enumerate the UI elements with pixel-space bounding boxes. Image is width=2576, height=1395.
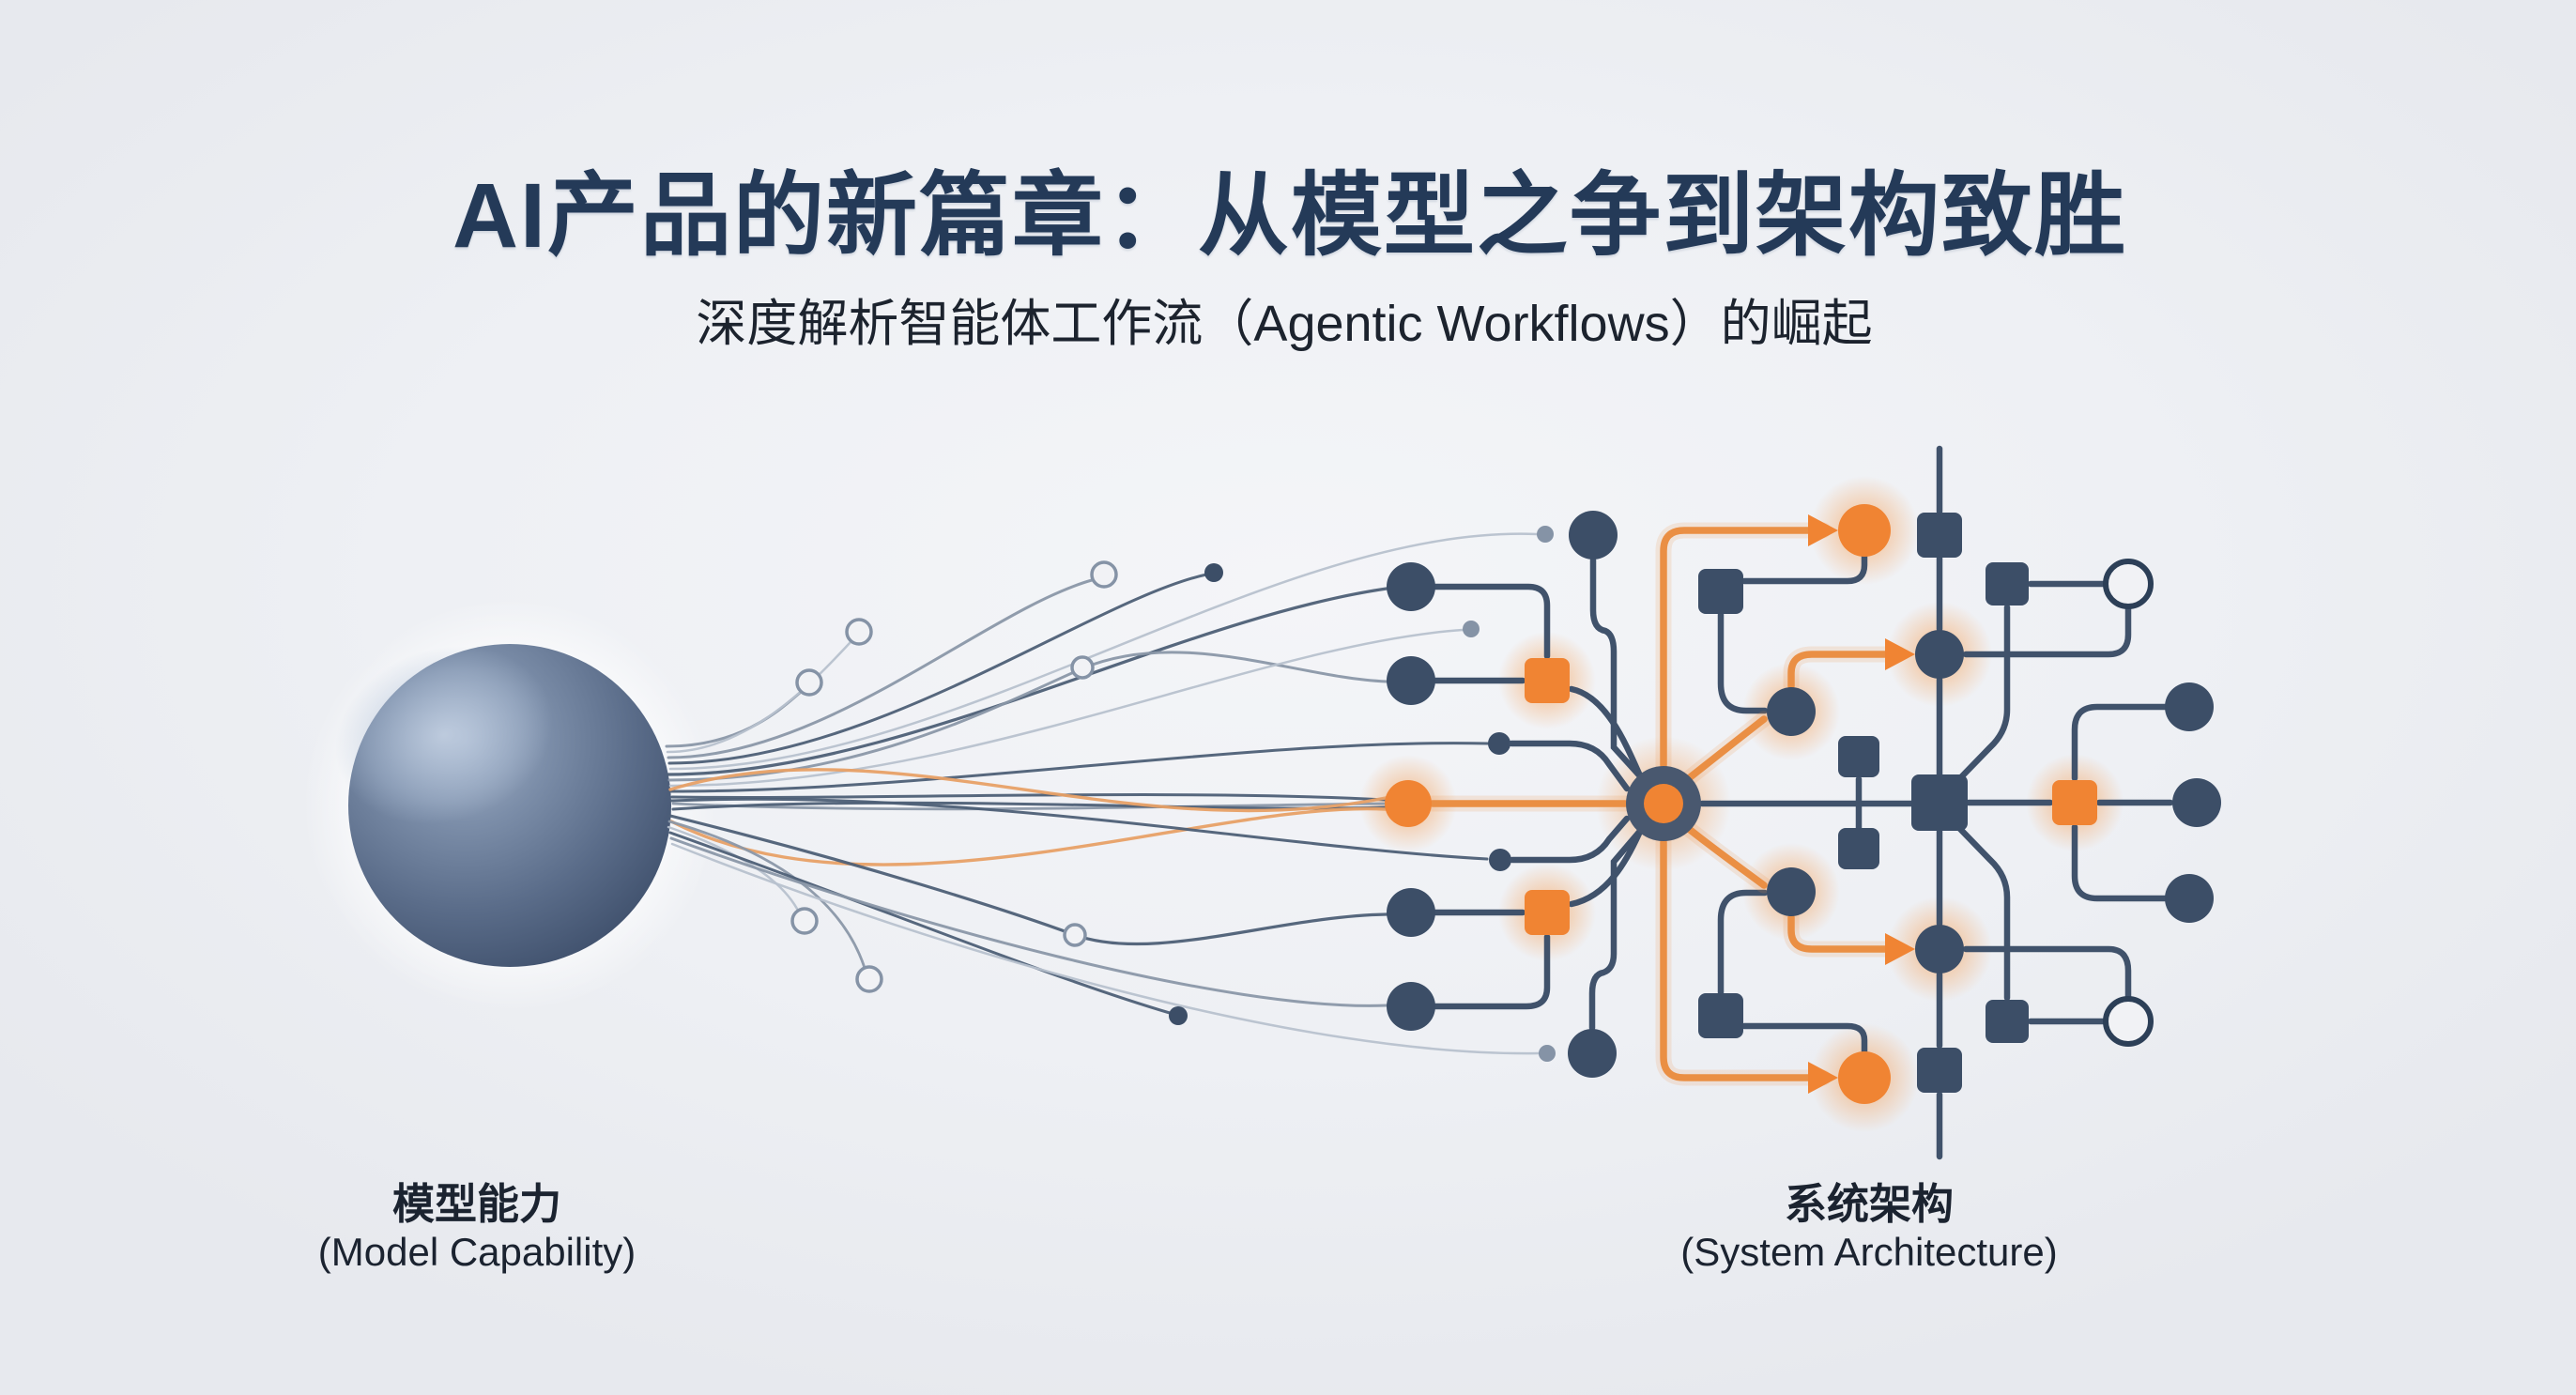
strand-dot-marker	[1539, 1045, 1556, 1062]
arrowhead-icon	[1808, 1062, 1838, 1094]
flow-strand	[669, 806, 1388, 866]
strand-ring-marker	[855, 965, 883, 993]
label-system-architecture-zh: 系统架构	[1784, 1180, 1955, 1228]
node-circle	[1915, 630, 1964, 679]
edge-dark	[1962, 945, 2132, 1002]
flow-strand	[666, 640, 852, 754]
strand-ring-marker	[1063, 923, 1087, 947]
page-subtitle: 深度解析智能体工作流（Agentic Workflows）的崛起	[696, 296, 1873, 352]
flow-strand	[670, 842, 1541, 1055]
node-circle-orange	[1838, 504, 1891, 557]
flow-strand	[669, 742, 1490, 793]
edge-dark	[1717, 611, 1769, 714]
edge-orange	[1660, 838, 1827, 1081]
flow-strand	[671, 802, 1388, 811]
edge-dark	[1717, 889, 1769, 996]
node-circle	[1387, 888, 1435, 937]
hub-node-core	[1644, 784, 1683, 823]
edge-dark	[1509, 815, 1631, 864]
node-circle	[2165, 682, 2214, 731]
node-square	[1838, 828, 1879, 869]
flow-strand	[668, 814, 1388, 946]
strand-dot-marker	[1204, 563, 1223, 582]
edge-dark	[1432, 583, 1551, 660]
node-square	[1986, 562, 2029, 606]
strand-dot-marker	[1537, 526, 1554, 543]
node-square	[1838, 736, 1879, 777]
node-circle	[1568, 1029, 1617, 1078]
edge-orange	[1685, 825, 1768, 889]
node-square-orange	[1525, 890, 1570, 935]
sphere-highlight	[335, 646, 553, 824]
edge-dark	[1588, 826, 1645, 1032]
flow-strand	[670, 793, 1388, 802]
flow-strand	[669, 836, 1388, 1007]
edge-dark	[1955, 824, 2011, 1002]
edge-orange	[1685, 715, 1768, 782]
strand-ring-marker	[1090, 560, 1118, 589]
flow-strand	[667, 587, 1388, 776]
node-square	[1911, 774, 1968, 831]
strand-ring-marker	[795, 668, 823, 697]
flow-strand	[668, 628, 1464, 788]
edge-orange	[1787, 913, 1902, 953]
node-ring	[2103, 559, 2154, 609]
strand-ring-marker	[845, 618, 873, 646]
node-square-orange	[1525, 658, 1570, 703]
flow-strand	[667, 578, 1094, 759]
flow-strand	[667, 651, 1388, 782]
node-square	[1917, 513, 1962, 558]
node-circle	[1569, 511, 1618, 560]
edge-dark	[1432, 933, 1551, 1010]
node-circle-orange	[1385, 780, 1432, 827]
node-square	[1986, 1000, 2029, 1043]
edge-dark	[2071, 703, 2169, 782]
label-model-capability-en: (Model Capability)	[317, 1230, 636, 1274]
label-model-capability-zh: 模型能力	[391, 1180, 562, 1228]
node-ring	[2103, 996, 2154, 1047]
strand-ring-marker	[790, 907, 819, 935]
node-circle	[1767, 687, 1816, 736]
flow-strand	[668, 768, 1388, 813]
edge-orange	[1660, 527, 1827, 769]
strand-dot-marker	[1463, 621, 1480, 637]
edge-dark	[1740, 552, 1868, 585]
edge-dark	[1962, 604, 2132, 658]
strand-dot-marker	[1169, 1006, 1188, 1025]
node-circle	[1915, 925, 1964, 973]
label-system-architecture-en: (System Architecture)	[1680, 1230, 2058, 1274]
node-square-orange	[2052, 780, 2097, 825]
page-title: AI产品的新篇章：从模型之争到架构致胜	[452, 164, 2127, 267]
edge-dark	[2071, 823, 2169, 902]
node-circle	[2172, 778, 2221, 827]
node-circle	[2165, 874, 2214, 923]
edge-dark	[1740, 1022, 1868, 1055]
edge-orange	[1787, 651, 1902, 690]
flow-strand	[668, 831, 1172, 1015]
edge-dark	[1589, 557, 1645, 781]
node-circle	[1387, 656, 1435, 705]
node-circle	[1387, 982, 1435, 1031]
node-square	[1698, 569, 1743, 614]
flow-strand	[669, 797, 1489, 861]
node-square	[1698, 993, 1743, 1038]
flow-strand	[667, 573, 1208, 765]
strand-dot-marker	[1489, 849, 1511, 871]
node-circle	[1767, 867, 1816, 916]
edge-dark	[1508, 740, 1631, 792]
edge-dark	[1955, 604, 2011, 783]
arrowhead-icon	[1885, 933, 1915, 965]
arrowhead-icon	[1885, 638, 1915, 670]
flow-strand	[668, 532, 1539, 771]
node-square	[1917, 1048, 1962, 1093]
arrowhead-icon	[1808, 514, 1838, 546]
node-circle	[1387, 562, 1435, 611]
node-circle-orange	[1838, 1051, 1891, 1104]
strand-ring-marker	[1070, 655, 1095, 680]
strand-dot-marker	[1488, 732, 1510, 755]
